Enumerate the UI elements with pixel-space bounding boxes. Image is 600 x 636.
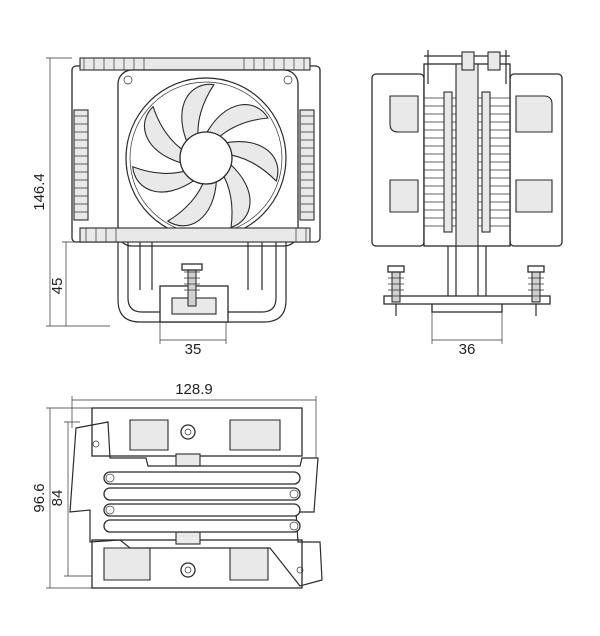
top-view: 128.9 96.6 84: [31, 381, 323, 589]
dim-label-base-height: 45: [49, 278, 66, 295]
dim-label-top-depth-inner: 84: [49, 490, 66, 507]
fan-blades: [132, 83, 279, 229]
front-side-fins: [73, 109, 315, 221]
dim-label-top-width: 128.9: [175, 381, 213, 398]
dim-width-128: 128.9: [71, 381, 317, 458]
dim-width-36: 36: [431, 312, 503, 358]
front-base-mount: [159, 263, 229, 323]
dim-label-base-width-front: 35: [185, 341, 202, 358]
top-mount-bracket: [69, 421, 323, 587]
dim-height-45: 45: [49, 241, 80, 326]
front-top-fins: [79, 57, 311, 71]
side-view: 36: [371, 50, 563, 358]
side-mount-bar: [383, 295, 551, 305]
dim-label-base-width-side: 36: [459, 341, 476, 358]
dim-label-top-depth-outer: 96.6: [31, 483, 48, 512]
dim-height-146: 146.4: [31, 57, 110, 327]
dim-label-front-height: 146.4: [31, 173, 48, 211]
fan-hub: [179, 131, 233, 185]
dim-width-35: 35: [159, 322, 227, 358]
dim-depth-84: 84: [49, 421, 92, 577]
front-view: 146.4 45 35: [31, 57, 321, 358]
top-heat-pipes: [103, 471, 301, 533]
dim-depth-96: 96.6: [31, 407, 92, 589]
side-springs: [387, 265, 545, 316]
